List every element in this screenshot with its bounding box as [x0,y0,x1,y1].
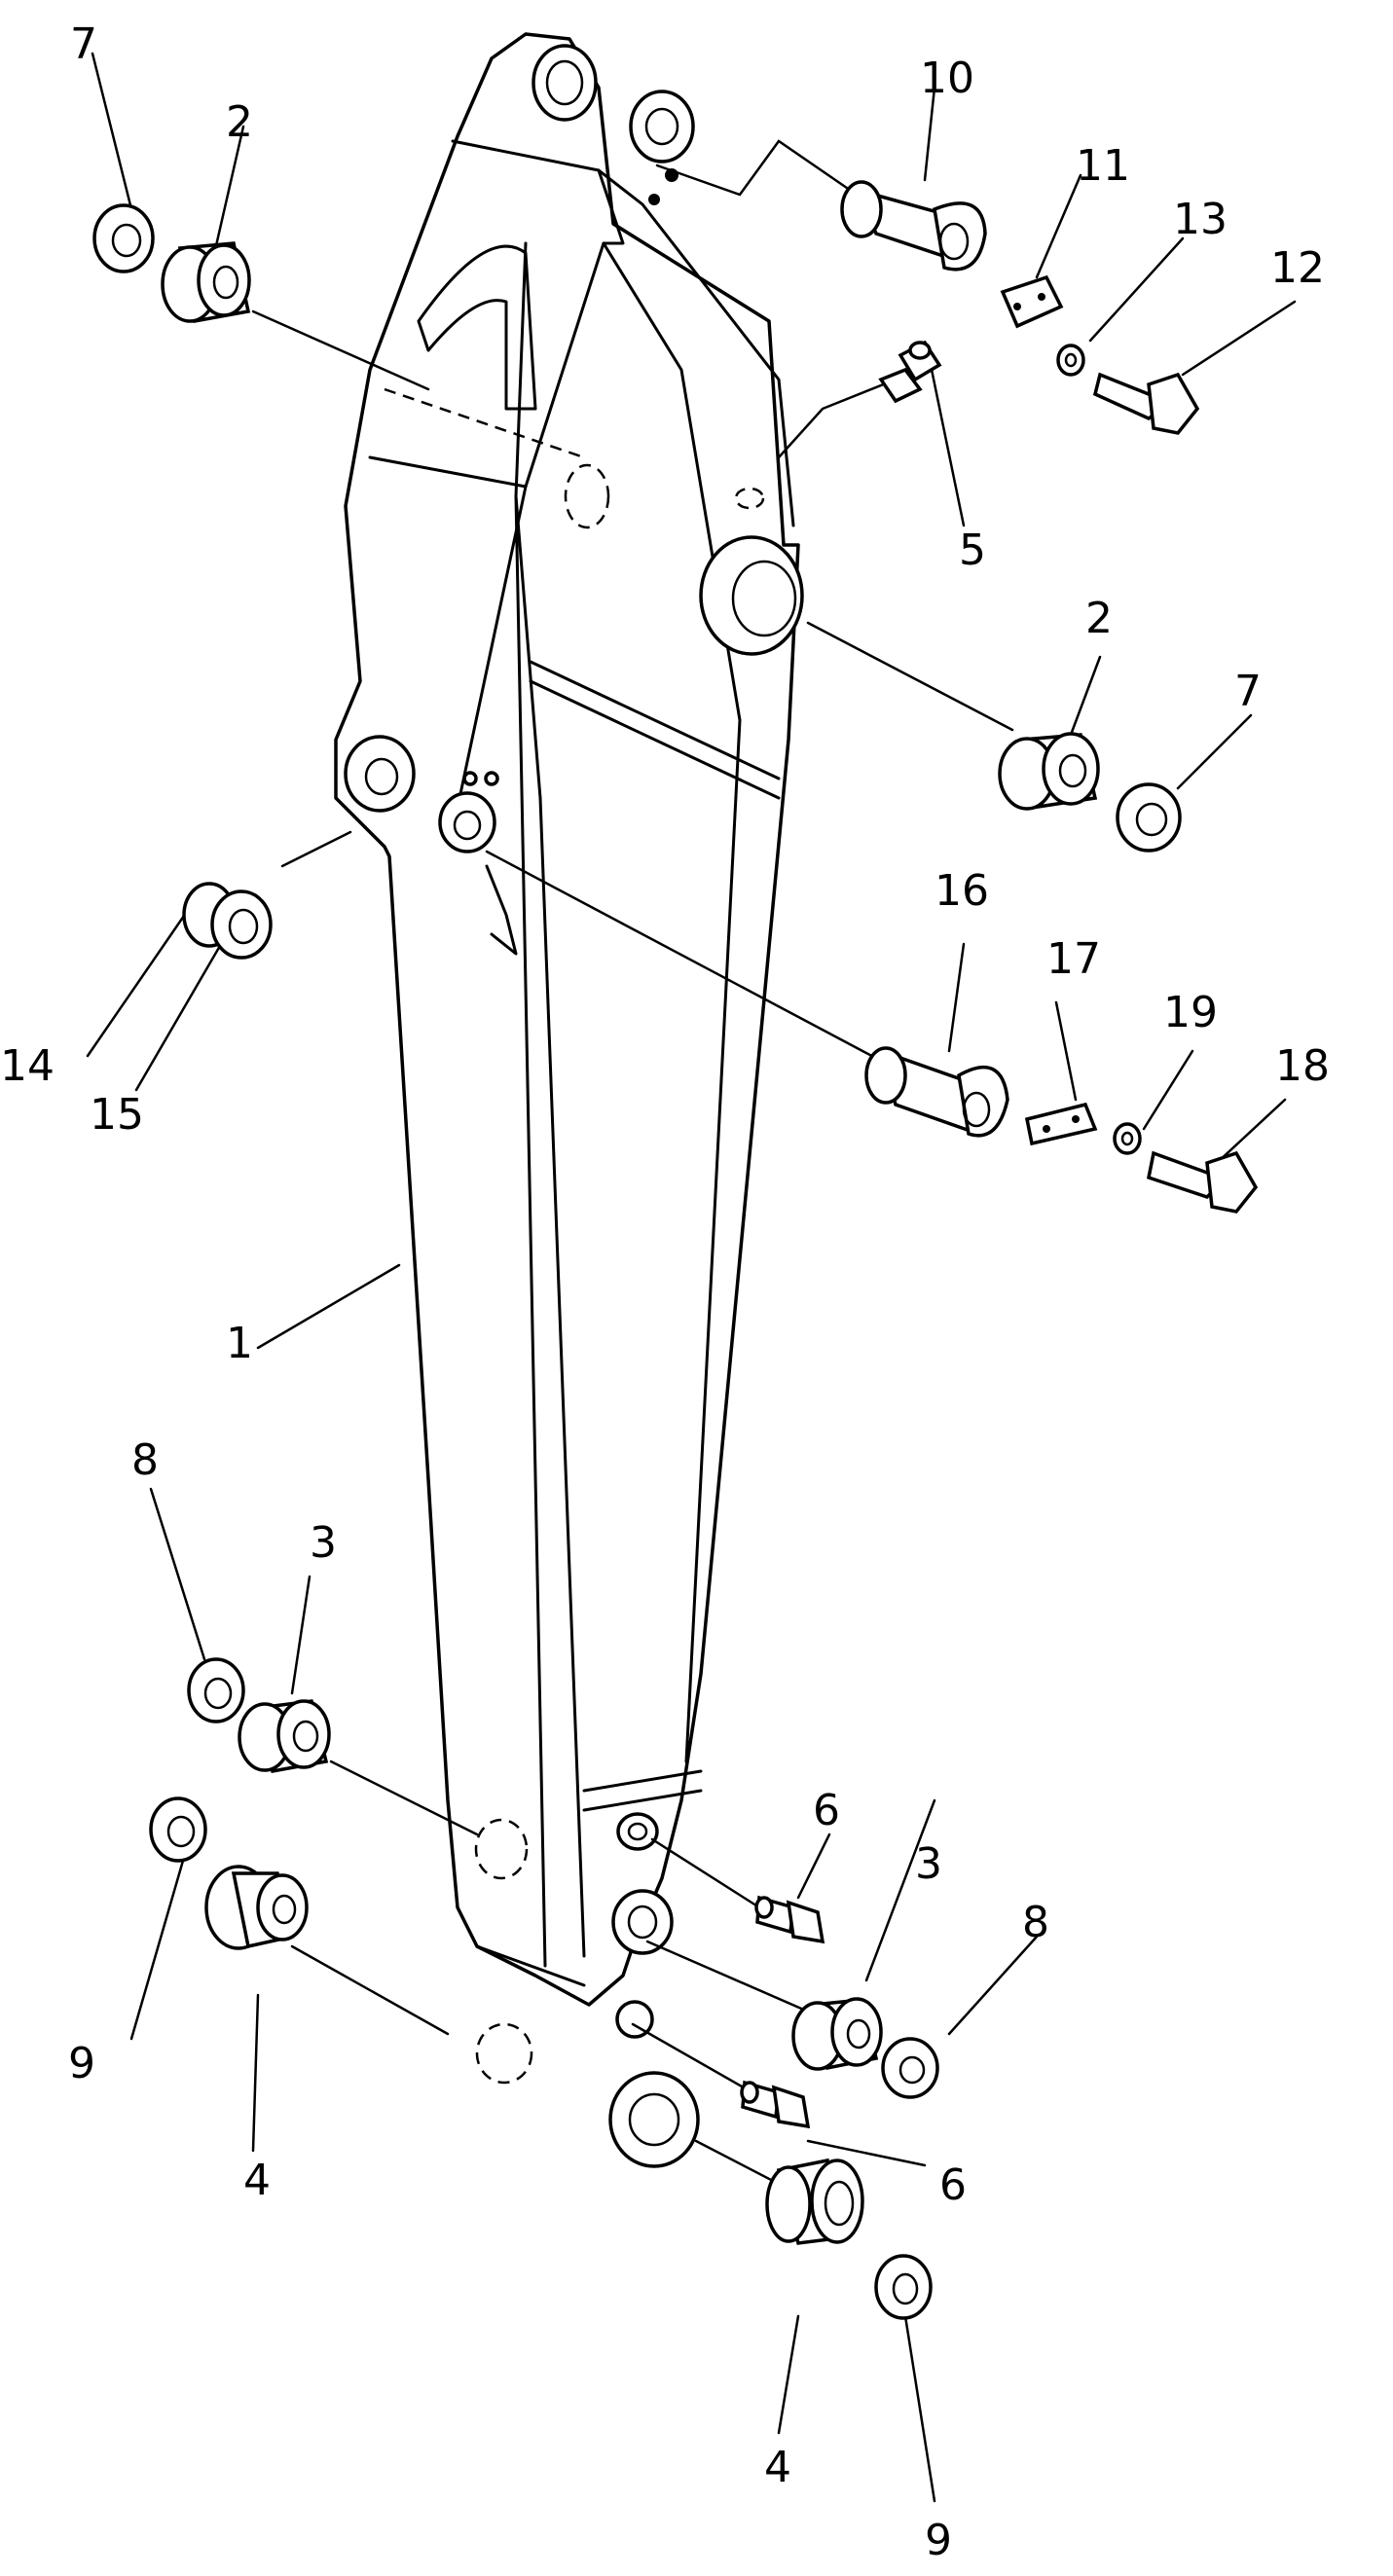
callout-4-right: 4 [764,2443,791,2492]
part-12-bolt [1092,372,1200,435]
callout-1: 1 [226,1319,253,1368]
part-2-top [161,241,251,324]
callout-9-right: 9 [925,2516,952,2565]
part-6-lower [740,2080,811,2129]
part-9-right [874,2254,933,2320]
callout-15: 15 [90,1090,144,1140]
part-2-right [998,732,1100,811]
callout-6-lower: 6 [939,2160,967,2210]
part-11-plate [1000,274,1064,329]
arm-body [334,32,804,2168]
callout-2-right: 2 [1085,594,1113,643]
callout-2-top: 2 [226,97,253,147]
part-4-left [204,1865,309,1950]
part-8-left [187,1657,245,1723]
part-19-washer [1113,1122,1142,1155]
callout-9-left: 9 [68,2039,95,2088]
part-4-right [765,2158,864,2245]
part-9-left [149,1796,207,1863]
callout-17: 17 [1046,934,1101,984]
part-3-left [238,1699,331,1774]
part-6-upper [754,1895,825,1944]
part-13-washer [1056,344,1085,377]
leader-lines [86,52,1297,2503]
part-16-pin [864,1046,1009,1138]
part-10-pin [840,180,987,272]
loose-parts [92,180,1259,2320]
callout-labels: 7 2 10 11 13 12 5 2 7 16 17 19 18 14 15 … [0,19,1330,2565]
callout-5: 5 [959,526,986,575]
part-5-fitting [878,340,942,404]
part-7-top [92,203,155,273]
callout-7-top: 7 [70,19,97,69]
callout-3-left: 3 [310,1518,337,1568]
callout-7-right: 7 [1234,667,1262,716]
callout-8-left: 8 [131,1435,159,1485]
callout-4-left: 4 [243,2156,271,2205]
callout-3-right: 3 [915,1839,942,1889]
callout-6-upper: 6 [813,1786,840,1835]
callout-11: 11 [1076,141,1130,191]
callout-14: 14 [0,1041,55,1091]
callout-13: 13 [1173,195,1228,244]
part-3-right [791,1997,883,2071]
part-17-plate [1024,1102,1098,1146]
callout-19: 19 [1163,988,1218,1037]
callout-10: 10 [920,54,974,103]
callout-16: 16 [935,866,989,916]
callout-18: 18 [1275,1041,1330,1091]
callout-8-right: 8 [1022,1898,1049,1947]
callout-12: 12 [1270,243,1325,293]
part-8-right [881,2037,939,2099]
part-14-15-shims [182,882,273,960]
part-18-bolt [1146,1150,1259,1214]
part-7-right [1116,782,1182,853]
